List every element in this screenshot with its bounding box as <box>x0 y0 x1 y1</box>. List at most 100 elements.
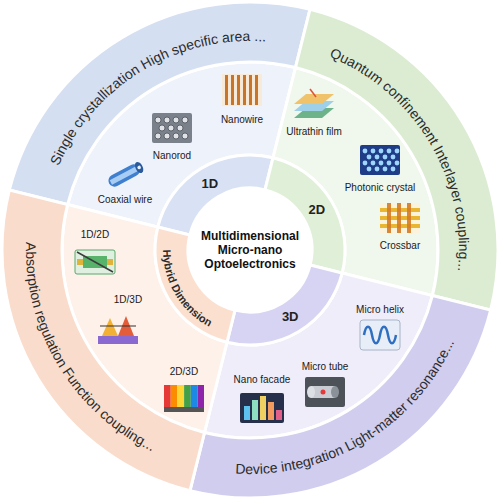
hybrid-2d-3d-icon-part <box>191 385 198 407</box>
nanowire-icon <box>222 74 262 106</box>
photonic-crystal-icon-part <box>363 149 368 154</box>
sector-shape <box>225 262 345 347</box>
photonic-crystal-icon-part <box>383 155 388 160</box>
photonic-crystal-icon-part <box>367 155 372 160</box>
crossbar-icon <box>380 203 420 233</box>
sector-fill <box>2 190 205 491</box>
structure-label: Ultrathin film <box>286 126 342 138</box>
hybrid-2d-3d-icon-part <box>177 385 184 407</box>
nano-facade-icon-part <box>268 402 274 420</box>
ring-text-path: Device integration Light-matter resonanc… <box>235 336 457 477</box>
nanorod-icon-part <box>155 117 161 123</box>
photonic-crystal-icon-part <box>387 161 392 166</box>
photonic-crystal-icon-part <box>367 167 372 172</box>
nanowire-icon-part <box>237 75 240 105</box>
sector-fill <box>295 9 498 310</box>
micro-tube-icon-part <box>331 386 339 398</box>
nano-facade-icon-part <box>252 400 258 420</box>
ring-feature-text: Single crystallization High specific are… <box>47 28 267 168</box>
photonic-crystal-icon-part <box>379 149 384 154</box>
micro-helix-icon-part <box>364 327 396 344</box>
photonic-crystal-icon-part <box>383 167 388 172</box>
nanorod-icon-part <box>164 117 170 123</box>
hybrid-1d-3d-icon <box>98 316 138 344</box>
hybrid-1d-2d-icon <box>75 250 115 274</box>
ring-sector: 3D <box>225 262 345 347</box>
ring-text-path: Single crystallization High specific are… <box>47 28 267 168</box>
photonic-crystal-icon-part <box>375 155 380 160</box>
photonic-crystal-icon-part <box>371 161 376 166</box>
hybrid-2d-3d-icon-part <box>184 385 191 407</box>
middle-ring <box>62 62 438 438</box>
nano-facade-icon-part <box>260 396 266 420</box>
photonic-crystal-icon-part <box>379 161 384 166</box>
hybrid-1d-3d-icon-part <box>98 336 138 344</box>
nanowire-icon-part <box>249 75 252 105</box>
hybrid-1d-2d-icon-part <box>75 250 115 274</box>
structure-label: 1D/2D <box>81 229 109 241</box>
structure-label: 2D/3D <box>170 366 198 378</box>
hybrid-2d-3d-icon-part <box>198 385 205 407</box>
structure-label: Nanowire <box>221 114 263 126</box>
nanorod-icon-part <box>159 125 165 131</box>
micro-helix-icon-part <box>360 320 400 350</box>
sector-fill <box>227 265 342 345</box>
nano-facade-icon-part <box>240 393 284 423</box>
hybrid-1d-2d-icon-part <box>77 252 113 272</box>
hybrid-2d-3d-icon-part <box>164 407 204 412</box>
sector-shape <box>155 153 275 238</box>
ring-text-path: Absorption regulation Function coupling.… <box>23 242 158 454</box>
ring-sector: 2D <box>262 155 347 275</box>
structure-label: Micro helix <box>356 304 404 316</box>
micro-tube-icon-part <box>307 386 315 398</box>
nanorod-icon-part <box>182 117 188 123</box>
coaxial-wire-icon-part <box>137 165 142 170</box>
dimension-label: 2D <box>309 202 326 217</box>
micro-tube-icon-part <box>321 390 326 395</box>
hybrid-2d-3d-icon <box>164 385 204 412</box>
ring-sector: 1D <box>155 153 275 238</box>
sector-shape <box>262 155 347 275</box>
photonic-crystal-icon-part <box>375 167 380 172</box>
center-title: Multidimensional Micro-nano Optoelectron… <box>194 229 306 271</box>
micro-tube-icon <box>305 377 345 407</box>
nano-facade-icon-part <box>244 406 250 420</box>
photonic-crystal-icon-part <box>395 149 400 154</box>
sector-shape: Hybrid Dimension <box>153 225 238 345</box>
ultrathin-film-icon-part <box>310 89 316 97</box>
structure-label: Photonic crystal <box>345 182 416 194</box>
nanorod-icon-part <box>182 133 188 139</box>
nanowire-icon-part <box>225 75 228 105</box>
hybrid-1d-2d-icon-part <box>107 259 113 265</box>
ring-feature-text: Quantum confinement Interlayer coupling.… <box>328 45 472 273</box>
ring-feature-text: Absorption regulation Function coupling.… <box>23 242 158 454</box>
structure-label: Nanorod <box>153 150 191 162</box>
nanorod-icon-part <box>177 125 183 131</box>
crossbar-icon-part <box>387 203 391 233</box>
photonic-crystal-icon-part <box>363 161 368 166</box>
ring-feature-text: Device integration Light-matter resonanc… <box>235 336 457 477</box>
ring-title: Hybrid Dimension <box>161 249 215 329</box>
ring-text-path: Quantum confinement Interlayer coupling.… <box>328 45 472 273</box>
structure-label: Coaxial wire <box>98 194 152 206</box>
nanowire-icon-part <box>222 74 262 106</box>
structure-label: Micro tube <box>302 361 349 373</box>
hybrid-1d-3d-icon-part <box>100 325 136 326</box>
coaxial-wire-icon <box>106 161 145 189</box>
sector-fill <box>9 2 310 205</box>
nanowire-icon-part <box>243 75 246 105</box>
micro-helix-icon <box>360 320 400 350</box>
coaxial-wire-icon-part <box>133 161 145 175</box>
nano-facade-icon-part <box>276 410 282 420</box>
crossbar-icon-part <box>397 203 401 233</box>
sector-fill <box>190 295 491 498</box>
crossbar-icon-part <box>407 203 411 233</box>
nanorod-icon-part <box>173 117 179 123</box>
hybrid-2d-3d-icon-part <box>171 385 178 407</box>
nanorod-icon-part <box>164 133 170 139</box>
nanorod-icon-part <box>168 125 174 131</box>
hybrid-1d-3d-icon-part <box>102 318 118 336</box>
nanowire-icon-part <box>231 75 234 105</box>
sector-shape: Quantum confinement Interlayer coupling.… <box>293 7 500 312</box>
photonic-crystal-icon-part <box>391 167 396 172</box>
